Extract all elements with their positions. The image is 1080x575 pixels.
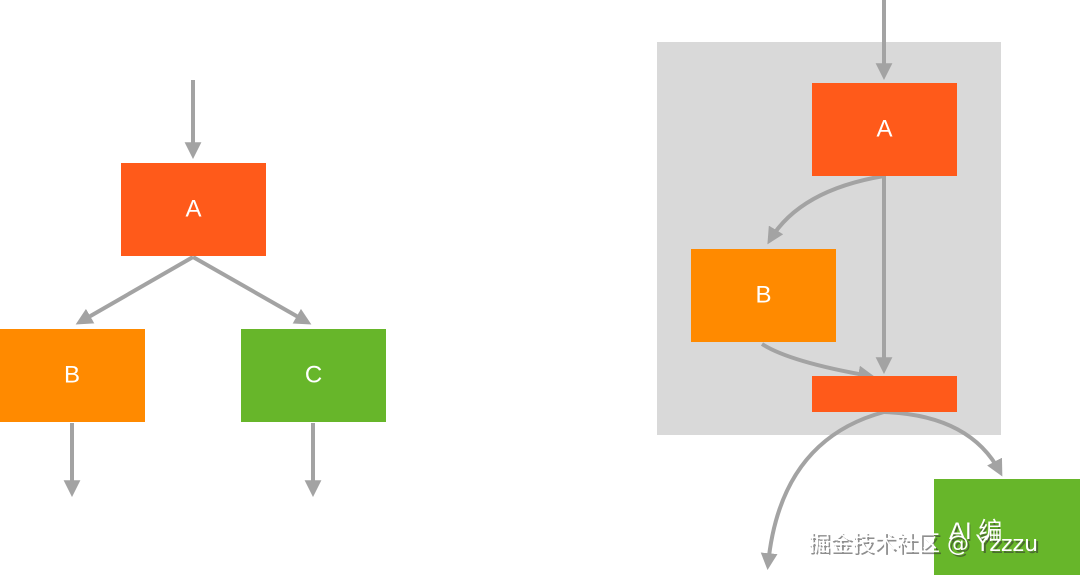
right-diagram: AI 编 AI 编 A B [657, 0, 1080, 575]
left-node-b-box [0, 329, 145, 422]
watermark: 掘金技术社区 @ Yzzzu 掘金技术社区 @ Yzzzu [808, 532, 1040, 559]
right-node-b-label: B [755, 281, 771, 308]
left-node-b-label: B [64, 361, 80, 388]
left-node-a-label: A [185, 195, 201, 222]
left-edge-a-to-b [75, 255, 194, 325]
right-node-next-label: AI 编 [949, 518, 1002, 545]
watermark-text: 掘金技术社区 @ Yzzzu [808, 532, 1038, 557]
left-node-a-box [121, 163, 266, 256]
right-node-next-label-shadow: AI 编 [951, 522, 1002, 547]
watermark-text-shadow: 掘金技术社区 @ Yzzzu [810, 534, 1040, 559]
right-node-a-label: A [876, 115, 892, 142]
right-node-next: AI 编 AI 编 [934, 479, 1080, 575]
right-node-next-box [934, 479, 1080, 575]
left-node-b: B [0, 329, 145, 422]
right-edge-join-to-exit [760, 410, 885, 571]
right-node-join [812, 376, 957, 412]
left-node-c-box [241, 329, 386, 422]
left-node-c: C [241, 329, 386, 422]
right-edge-join-to-next [883, 410, 1003, 477]
left-node-a: A [121, 163, 266, 256]
right-node-a: A [812, 83, 957, 176]
left-edge-a-to-c [192, 255, 312, 325]
right-node-b-box [691, 249, 836, 342]
right-node-b: B [691, 249, 836, 342]
left-node-c-label: C [305, 361, 322, 388]
right-node-join-box [812, 376, 957, 412]
left-diagram: A B C [0, 80, 386, 498]
right-node-a-box [812, 83, 957, 176]
right-edge-b-to-join [760, 342, 875, 383]
right-edge-a-to-b [767, 174, 885, 245]
